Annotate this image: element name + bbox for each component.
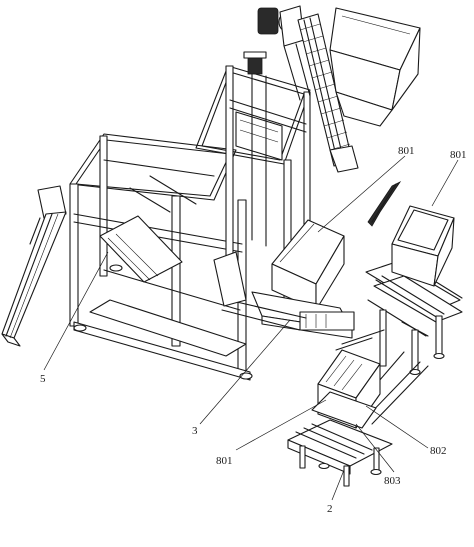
label-801-bottom: 801 <box>216 455 233 467</box>
leader-lines <box>43 155 459 501</box>
right-roller-conveyor <box>365 180 463 376</box>
top-motor-assembly <box>257 5 311 101</box>
label-2: 2 <box>327 503 333 515</box>
reference-labels: 801 801 801 5 3 802 803 2 <box>40 145 467 515</box>
tower-frame <box>195 51 311 311</box>
label-3: 3 <box>192 425 198 437</box>
left-inclined-conveyor <box>1 185 67 347</box>
top-hopper <box>329 7 421 127</box>
slat-elevator <box>297 13 359 173</box>
label-801-center: 801 <box>398 145 415 157</box>
label-5: 5 <box>40 373 46 385</box>
label-801-right: 801 <box>450 149 467 161</box>
bottom-conveyor <box>287 329 429 487</box>
label-803: 803 <box>384 475 401 487</box>
label-802: 802 <box>430 445 447 457</box>
center-box-unit <box>213 219 355 339</box>
